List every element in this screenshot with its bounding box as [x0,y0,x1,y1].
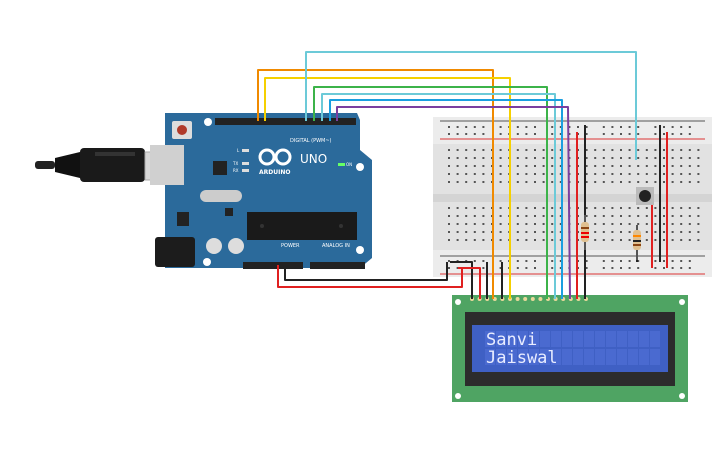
on-label: ON [346,162,352,167]
wire-cyan [305,51,637,160]
wire-yellow [264,77,511,299]
led-tx-label: TX [232,161,238,166]
arduino-uno-board[interactable]: ARDUINO UNO DIGITAL (PWM~) POWER ANALOG … [150,113,372,269]
analog-label: ANALOG IN [322,243,350,249]
power-header [243,262,303,269]
wire-black [450,261,473,299]
lcd-line-2: Jaiswal [486,348,558,368]
crystal [200,190,242,202]
lcd-cells [485,331,660,365]
lcd-line-1: Sanvi [486,330,537,350]
wire-red [277,265,463,288]
model-label: UNO [300,152,327,166]
wire-purple [336,106,571,300]
pushbutton[interactable] [636,187,654,205]
power-label: POWER [281,243,300,249]
wires [257,51,668,300]
lcd-16x2[interactable]: Sanvi Jaiswal [452,295,688,402]
arduino-logo [258,148,292,166]
resistor-2[interactable] [633,225,641,260]
wire-orange [257,69,494,299]
breadboard[interactable] [433,117,712,277]
digital-label: DIGITAL (PWM~) [290,138,332,144]
wire-black [284,262,448,281]
atmega-chip [247,212,357,240]
digital-header-low [296,118,356,125]
digital-header-high [215,118,300,125]
usb-cable[interactable] [35,148,171,182]
usb-chip [213,161,227,175]
led-rx-label: RX [233,168,239,173]
power-jack [155,237,195,267]
led-l-label: L [237,148,240,153]
wire-red [458,267,481,299]
usb-port [150,145,184,185]
wire-blue [329,99,563,299]
breadboard-holes [448,126,700,269]
brand-label: ARDUINO [259,169,290,176]
resistor-1[interactable] [581,215,589,250]
wire-cyan [321,93,556,299]
wire-green [313,86,548,299]
analog-header [310,262,365,269]
